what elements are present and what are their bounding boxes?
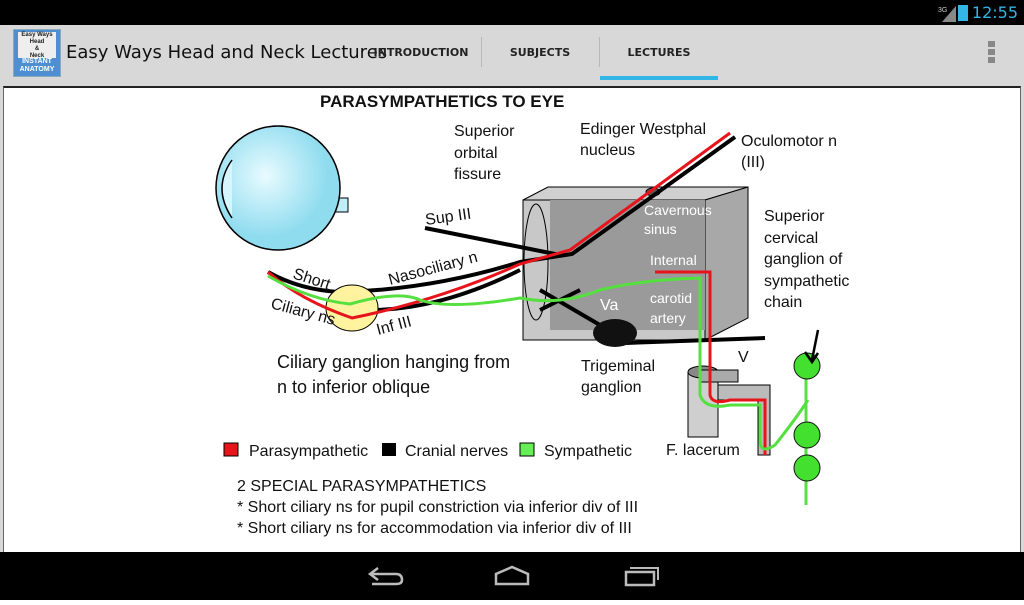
- svg-text:orbital: orbital: [454, 145, 498, 162]
- svg-text:Va: Va: [600, 297, 618, 314]
- arrow-icon: [803, 329, 820, 365]
- home-button[interactable]: [494, 565, 530, 586]
- svg-text:Superior: Superior: [454, 123, 515, 140]
- svg-text:fissure: fissure: [454, 166, 501, 183]
- tab-introduction[interactable]: INTRODUCTION: [373, 46, 469, 59]
- signal-icon: 3G: [938, 6, 956, 22]
- tab-divider: [481, 37, 482, 67]
- legend-swatch-parasympathetic: [223, 442, 239, 457]
- diagram-title: PARASYMPATHETICS TO EYE: [320, 92, 564, 111]
- sympathetic-chain: [793, 352, 821, 482]
- app-title: Easy Ways Head and Neck Lectures: [66, 42, 388, 63]
- legend-swatch-cranial: [382, 443, 396, 456]
- svg-text:Inf III: Inf III: [375, 313, 414, 339]
- lecture-slide: [3, 86, 1021, 552]
- svg-text:Sup III: Sup III: [424, 206, 472, 229]
- legend-label: Parasympathetic: [249, 443, 368, 460]
- eyeball: [215, 125, 349, 251]
- svg-text:ganglion: ganglion: [581, 379, 642, 396]
- legend-label: Cranial nerves: [405, 443, 508, 460]
- svg-text:artery: artery: [650, 310, 686, 326]
- legend-swatch-sympathetic: [519, 442, 535, 457]
- notes: 2 SPECIAL PARASYMPATHETICS * Short cilia…: [237, 478, 638, 537]
- status-bar: 3G 12:55: [0, 0, 1024, 25]
- parasympathetics-diagram: PARASYMPATHETICS TO EYE: [215, 92, 849, 537]
- svg-text:ganglion of: ganglion of: [764, 251, 843, 268]
- svg-text:sympathetic: sympathetic: [764, 273, 849, 290]
- svg-text:Oculomotor n: Oculomotor n: [741, 133, 837, 150]
- svg-text:sinus: sinus: [644, 221, 677, 237]
- trigeminal-ganglion: [593, 319, 637, 347]
- battery-icon: [958, 5, 968, 21]
- legend-label: Sympathetic: [544, 443, 632, 460]
- clock: 12:55: [971, 3, 1018, 22]
- svg-text:chain: chain: [764, 294, 802, 311]
- tab-subjects[interactable]: SUBJECTS: [509, 46, 571, 59]
- svg-text:Trigeminal: Trigeminal: [581, 358, 655, 375]
- cavernous-sinus-box: [522, 186, 749, 341]
- parasympathetic-pathway: [267, 131, 767, 455]
- svg-text:Superior: Superior: [764, 208, 825, 225]
- svg-text:carotid: carotid: [650, 290, 692, 306]
- tab-divider: [599, 37, 600, 67]
- navigation-bar: [0, 552, 1024, 600]
- svg-text:(III): (III): [741, 154, 765, 171]
- svg-text:V: V: [738, 349, 749, 366]
- svg-text:n to inferior oblique: n to inferior oblique: [277, 377, 430, 397]
- tab-lectures[interactable]: LECTURES: [600, 25, 718, 80]
- svg-text:Cavernous: Cavernous: [644, 202, 712, 218]
- svg-text:* Short ciliary ns for pupil c: * Short ciliary ns for pupil constrictio…: [237, 499, 638, 516]
- svg-text:3G: 3G: [938, 7, 947, 14]
- legend: Parasympathetic Cranial nerves Sympathet…: [223, 442, 632, 460]
- svg-text:cervical: cervical: [764, 230, 818, 247]
- back-button[interactable]: [367, 567, 404, 586]
- svg-text:2 SPECIAL PARASYMPATHETICS: 2 SPECIAL PARASYMPATHETICS: [237, 478, 486, 495]
- svg-text:Edinger Westphal: Edinger Westphal: [580, 121, 706, 138]
- lecture-content: PARASYMPATHETICS TO EYE: [0, 80, 1024, 552]
- recent-apps-button[interactable]: [624, 567, 659, 587]
- svg-text:F. lacerum: F. lacerum: [666, 442, 740, 459]
- svg-text:Ciliary ganglion hanging from: Ciliary ganglion hanging from: [277, 352, 510, 372]
- svg-text:nucleus: nucleus: [580, 142, 635, 159]
- svg-text:Internal: Internal: [650, 252, 697, 268]
- svg-text:* Short ciliary ns for accommo: * Short ciliary ns for accommodation via…: [237, 520, 632, 537]
- overflow-menu-icon[interactable]: [988, 41, 996, 65]
